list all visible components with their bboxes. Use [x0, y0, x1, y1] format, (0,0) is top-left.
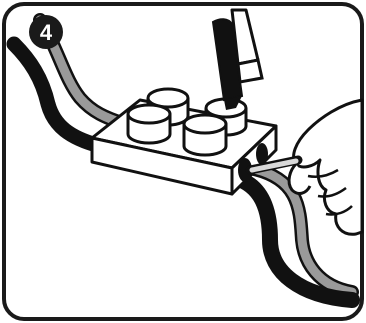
- step-badge: 4: [29, 15, 63, 49]
- step-number: 4: [40, 20, 53, 45]
- screw-post-front-left: [128, 105, 170, 143]
- wire-hole-2: [256, 143, 268, 165]
- screw-post-front-right: [184, 115, 226, 155]
